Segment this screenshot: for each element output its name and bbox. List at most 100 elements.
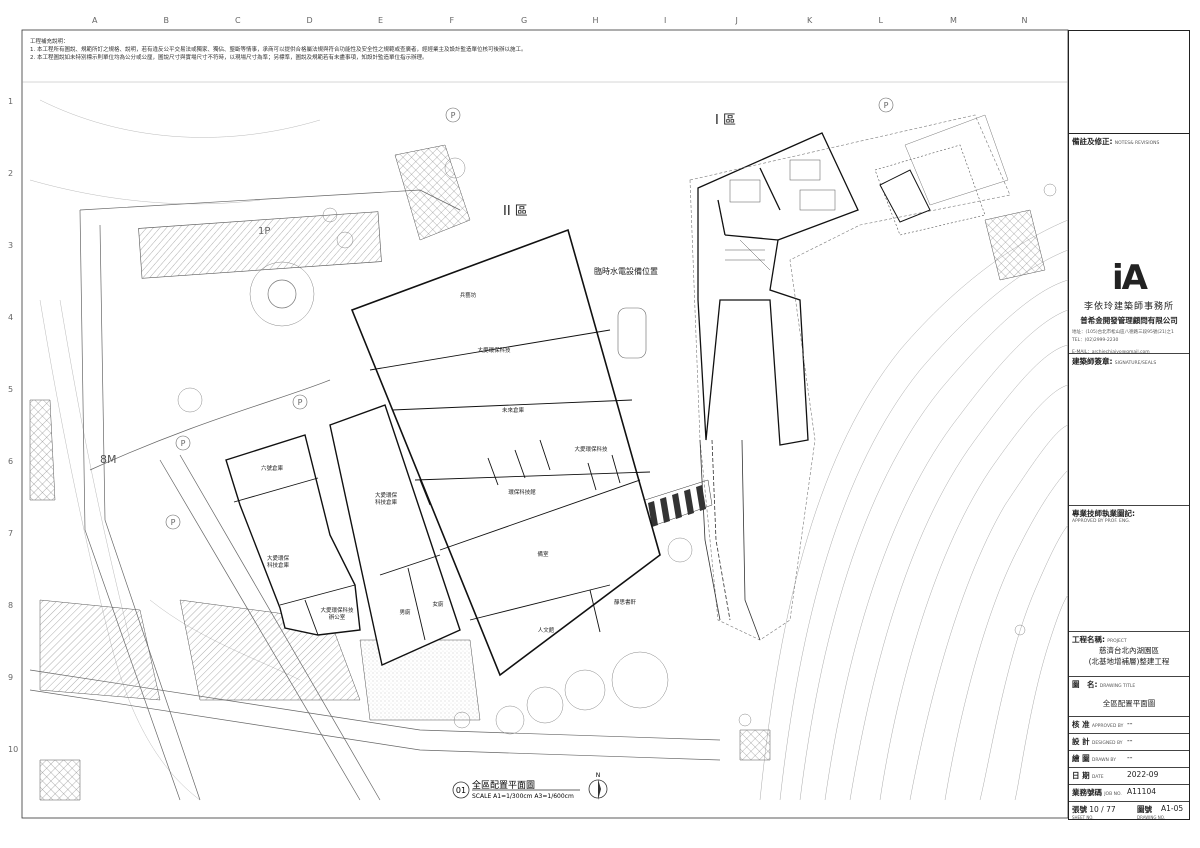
room-storage: 未來倉庫 [502,406,525,414]
notes-line-2: 2. 本工程圖說如未特別標示則單位均為公分或公厘，圖說尺寸與實場尺寸不符時，以現… [30,55,428,61]
grid-row-7: 7 [8,529,14,538]
project-label: 工程名稱: [1072,635,1105,644]
grid-column-d: D [306,16,313,25]
tech-en: APPROVED BY PROF. ENG. [1072,519,1131,524]
zone-2-label: II 區 [503,204,528,219]
job-label: 業務號碼 [1072,788,1102,797]
dwg-en: DRAWING NO. [1137,815,1165,820]
date-label: 日 期 [1072,771,1090,780]
grid-column-j: J [735,16,738,25]
trees [177,157,1057,735]
drawing-title-name: 全區配置平面圖 [472,779,535,791]
drawing-name: 全區配置平面圖 [1102,699,1156,708]
signature-en: SIGNATURE/SEALS [1114,361,1157,366]
date-value: 2022-09 [1127,770,1159,779]
drawn-value: -- [1127,753,1133,762]
grid-row-3: 3 [8,241,14,250]
grid-row-10: 10 [8,745,19,754]
tech-label: 專業技師執業圖記: [1072,509,1135,518]
job-en: JOB NO. [1104,792,1122,797]
grid-row-9: 9 [8,673,14,682]
parking-marker-5: P [451,111,456,120]
crosswalk [644,479,713,528]
drawing-title-block: 01 全區配置平面圖 SCALE A1=1/300cm A3=1/600cm N [452,772,608,800]
grid-row-2: 2 [8,169,14,178]
title-block: 備註及修正: NOTES& REVISIONS iA 李依玲建築師事務所 普希金… [1068,30,1190,820]
room-toilet-f: 女廁 [432,600,444,608]
parking-marker-2: P [181,439,186,448]
firm-email: E-MAIL：archiechiaiyo@gmail.com [1072,350,1150,355]
project-name-1: 慈濟台北內湖園區 [1099,646,1159,655]
project-name-2: (北基地增補層)整建工程 [1088,657,1170,666]
parking-marker-3: P [171,518,176,527]
parking-marker-1: P [298,398,303,407]
parking-marker-4: P [884,101,889,110]
parking-lot-label: 1P [258,226,270,237]
designed-label: 設 計 [1072,737,1090,746]
room-books: 靜思書軒 [614,598,637,606]
firm-address: 地址：(105)台北市松山區八德路三段95號(21)之1 [1072,330,1174,335]
drawing-label: 圖 名: [1072,680,1098,689]
drawn-en: DRAWN BY [1091,758,1116,763]
grid-column-h: H [592,16,599,25]
room-center: 環保科技館 [508,488,536,496]
room-hall: 備室 [537,550,549,558]
sheet-value: 10 / 77 [1089,805,1116,814]
grid-column-n: N [1021,16,1028,25]
grid-column-b: B [163,16,170,25]
job-value: A11104 [1127,787,1156,796]
room-toilet-m: 男廁 [399,608,411,616]
parking-markers [165,97,894,530]
dwg-value: A1-05 [1161,804,1184,813]
notes-heading: 工程補充說明： [30,39,69,45]
grid-row-8: 8 [8,601,14,610]
temp-utility-label: 臨時水電設備位置 [594,266,658,276]
revisions-en: NOTES& REVISIONS [1114,141,1160,146]
drawing-scale: SCALE A1=1/300cm A3=1/600cm [472,793,574,800]
room-top: 兵藝坊 [460,291,477,299]
sheet-label: 張號 [1072,805,1087,814]
grid-column-i: I [664,16,667,25]
room-tall: 大愛環保科技倉庫 [375,491,398,506]
signature-label: 建築師簽章: [1072,357,1113,366]
road-label: 8M [100,453,117,466]
contour-lines [759,219,1069,801]
drawing-number: 01 [456,786,466,795]
approved-label: 核 准 [1072,720,1090,729]
zone-1-label: I 區 [715,113,736,128]
grid-column-l: L [878,16,883,25]
room-left-top: 六號倉庫 [261,464,284,472]
room-humanities: 人文館 [538,626,555,634]
grid-row-6: 6 [8,457,14,466]
firm-name: 李依玲建築師事務所 [1083,302,1174,312]
room-innovation-2: 大愛環保科技 [574,445,608,453]
dwg-label: 圖號 [1137,805,1152,814]
date-en: DATE [1091,775,1104,780]
parking-lot-1p [138,211,382,279]
project-en: PROJECT [1107,639,1127,644]
construction-notes: 工程補充說明： 1. 本工程所有圖說、規範所訂之規格、說明，若有違反公平交易法或… [30,38,1050,62]
grid-column-c: C [235,16,241,25]
revisions-label: 備註及修正: [1072,137,1113,146]
firm-name-2: 普希金開發管理顧問有限公司 [1080,316,1178,325]
grid-row-1: 1 [8,97,14,106]
grid-column-f: F [449,16,455,25]
room-left-bottom: 大愛環保科技辦公室 [320,606,354,621]
grid-column-a: A [92,16,98,25]
approved-value: -- [1127,719,1133,728]
room-left-mid: 大愛環保科技倉庫 [267,554,290,569]
zone-2-buildings [350,228,661,677]
grid-column-g: G [521,16,528,25]
sheet-en: SHEET NO. [1072,815,1094,820]
room-innovation-1: 大愛環保科技 [477,346,511,354]
north-label: N [596,772,601,779]
drawn-label: 繪 圖 [1072,754,1090,763]
grid-column-e: E [378,16,384,25]
drawing-en: DRAWING TITLE [1099,684,1136,689]
approved-en: APPROVED BY [1091,724,1124,729]
designed-en: DESIGNED BY [1091,741,1123,746]
firm-logo: iA [1112,258,1148,298]
grid-row-4: 4 [8,313,14,322]
notes-line-1: 1. 本工程所有圖說、規範所訂之規格、說明，若有違反公平交易法或獨家、獨佔、壟斷… [30,47,527,53]
zone-1-buildings [697,132,859,446]
